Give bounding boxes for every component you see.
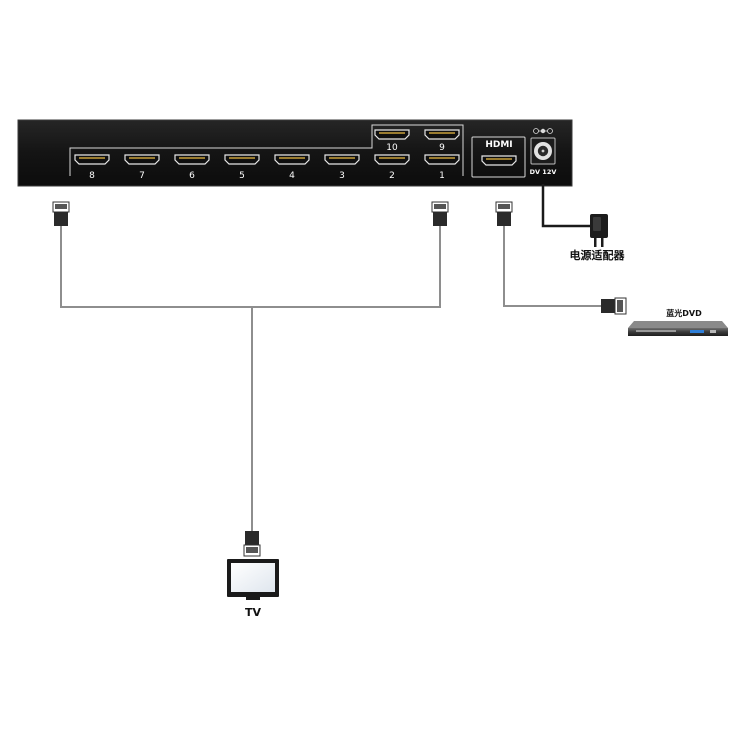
dvd-label: 蓝光DVD <box>666 308 702 318</box>
hdmi-input-outline <box>471 136 526 178</box>
hdmi-input-port[interactable] <box>481 155 517 166</box>
hdmi-port-label: 5 <box>239 171 245 181</box>
tv-icon <box>227 559 279 600</box>
hdmi-plug-icon <box>243 531 261 557</box>
hdmi-port-2[interactable]: 2 <box>374 154 410 181</box>
hdmi-port-10[interactable]: 10 <box>374 129 410 153</box>
tv-cable <box>60 225 441 532</box>
polarity-icon <box>533 128 553 134</box>
hdmi-plug-icon <box>495 201 513 226</box>
hdmi-port-5[interactable]: 5 <box>224 154 260 181</box>
hdmi-port-label: 10 <box>386 143 398 153</box>
hdmi-port-label: 7 <box>139 171 145 181</box>
hdmi-port-9[interactable]: 9 <box>424 129 460 153</box>
dvd-player-icon <box>628 321 728 336</box>
hdmi-port-3[interactable]: 3 <box>324 154 360 181</box>
hdmi-plug-icon <box>601 297 627 315</box>
hdmi-port-label: 2 <box>389 171 395 181</box>
dvd-cable <box>503 225 601 307</box>
hdmi-port-label: 4 <box>289 171 295 181</box>
hdmi-port-label: 9 <box>439 143 445 153</box>
power-jack-label: DV 12V <box>530 168 557 176</box>
tv-label: TV <box>245 606 262 619</box>
power-adapter-icon <box>590 214 608 247</box>
hdmi-input-label: HDMI <box>485 140 512 150</box>
port-group-outline <box>69 124 464 176</box>
hdmi-port-label: 3 <box>339 171 345 181</box>
hdmi-port-1[interactable]: 1 <box>424 154 460 181</box>
hdmi-port-label: 1 <box>439 171 445 181</box>
hdmi-port-7[interactable]: 7 <box>124 154 160 181</box>
hdmi-plug-icon <box>52 201 70 226</box>
hdmi-plug-icon <box>431 201 449 226</box>
hdmi-port-label: 6 <box>189 171 195 181</box>
hdmi-port-4[interactable]: 4 <box>274 154 310 181</box>
hdmi-port-label: 8 <box>89 171 95 181</box>
power-cable <box>541 184 590 228</box>
adapter-label: 电源适配器 <box>570 248 626 262</box>
hdmi-switch-panel: HDMI 10 9 8 7 6 <box>17 119 573 187</box>
hdmi-port-8[interactable]: 8 <box>74 154 110 181</box>
power-jack[interactable]: DV 12V <box>530 128 557 177</box>
hdmi-port-6[interactable]: 6 <box>174 154 210 181</box>
